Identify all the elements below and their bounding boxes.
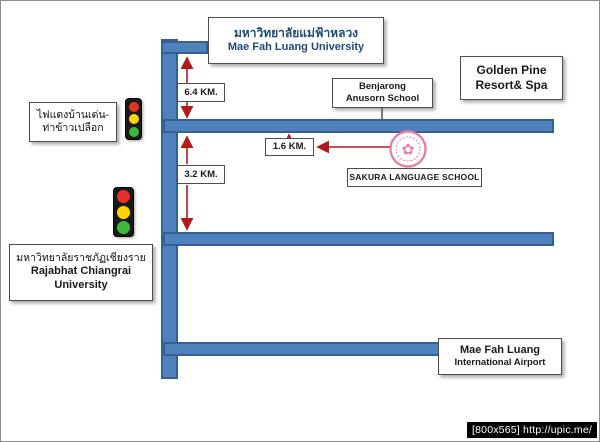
yellow-light-icon [128,114,139,124]
distance-box-32km: 3.2 KM. [177,165,225,184]
mfu-thai-label: มหาวิทยาลัยแม่ฟ้าหลวง [233,26,359,41]
traffic-light-label-box: ไฟแดงบ้านเด่น- ท่าข้าวเปลือก [29,102,117,142]
road-horizontal-2 [163,232,554,246]
distance-label-16km: 1.6 KM. [272,141,307,153]
watermark: [800x565] http://upic.me/ [467,422,597,438]
sakura-label: SAKURA LANGUAGE SCHOOL [349,172,480,183]
traffic-light-label-2: ท่าข้าวเปลือก [42,122,104,134]
yellow-light-icon [117,205,130,219]
rajabhat-thai-label: มหาวิทยาลัยราชภัฏเชียงราย [16,252,146,265]
green-light-icon [128,126,139,137]
traffic-light-icon-small [125,98,142,140]
rajabhat-en-label-1: Rajabhat Chiangrai [30,265,132,278]
red-light-icon [128,101,139,112]
airport-label-1: Mae Fah Luang [459,343,541,356]
distance-box-64km: 6.4 KM. [177,83,225,102]
sakura-flower-icon: ✿ [402,142,415,159]
road-horizontal-1 [163,119,554,133]
golden-pine-box: Golden Pine Resort& Spa [460,56,563,100]
golden-pine-label-2: Resort& Spa [475,78,548,92]
sakura-logo-icon: ✿ [389,130,427,168]
road-top-stub [161,41,208,54]
golden-pine-label-1: Golden Pine [476,63,547,77]
traffic-light-icon-large [113,187,134,237]
traffic-light-label-1: ไฟแดงบ้านเด่น- [36,108,110,121]
benjarong-label-2: Anusorn School [345,93,420,104]
mfu-box: มหาวิทยาลัยแม่ฟ้าหลวง Mae Fah Luang Univ… [208,17,384,64]
benjarong-label-1: Benjarong [359,81,406,93]
distance-box-16km: 1.6 KM. [265,138,314,156]
red-light-icon [117,190,130,204]
airport-box: Mae Fah Luang International Airport [438,338,562,375]
sakura-label-box: SAKURA LANGUAGE SCHOOL [347,168,482,187]
mfu-en-label: Mae Fah Luang University [227,41,365,54]
distance-label-64km: 6.4 KM. [184,86,218,98]
airport-label-2: International Airport [454,357,546,369]
road-main-vertical [161,39,178,379]
benjarong-box: Benjarong Anusorn School [332,78,433,108]
distance-label-32km: 3.2 KM. [184,168,218,180]
rajabhat-en-label-2: University [54,279,108,292]
green-light-icon [117,220,130,234]
rajabhat-box: มหาวิทยาลัยราชภัฏเชียงราย Rajabhat Chian… [9,244,153,301]
